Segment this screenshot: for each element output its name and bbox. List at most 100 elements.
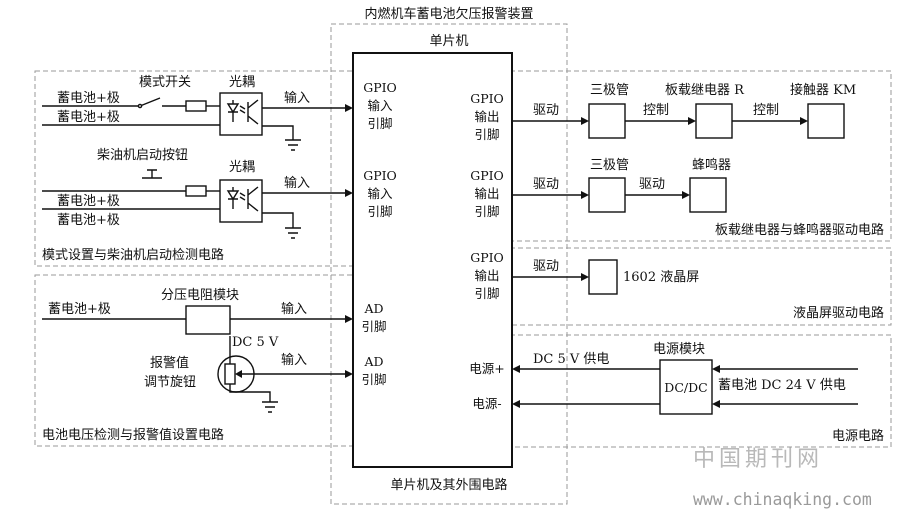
lcd-box (588, 259, 618, 295)
label-battery-plus-2: 蓄电池+极 (57, 110, 120, 125)
arrow-icon (345, 189, 353, 197)
pin-gpio-in-2: GPIO 输入 引脚 (363, 168, 397, 219)
push-button-icon (142, 169, 162, 179)
pin-line: 输出 (474, 109, 499, 124)
label-divider: 分压电阻模块 (161, 288, 239, 303)
led-diode-icon (226, 100, 240, 122)
label-transistor-1: 三极管 (590, 83, 629, 98)
arrow-icon (581, 273, 589, 281)
device-frame (330, 23, 568, 505)
power-section-caption: 电源电路 (832, 428, 884, 444)
mcu-footer: 单片机及其外围电路 (390, 477, 507, 493)
label-optocoupler-1: 光耦 (229, 75, 255, 90)
label-supply-5v: DC 5 V 供电 (533, 352, 609, 367)
label-drive-1: 驱动 (533, 103, 559, 118)
phototransistor-icon (247, 99, 259, 125)
dcdc-box (659, 359, 713, 415)
pin-line: GPIO (363, 80, 397, 95)
pin-power-plus: 电源+ (469, 361, 504, 376)
resistor-icon (185, 185, 207, 197)
label-mode-switch: 模式开关 (139, 75, 191, 90)
lcd-section-frame (453, 247, 892, 326)
lcd-section-caption: 液晶屏驱动电路 (793, 305, 884, 321)
pin-line: 输入 (367, 186, 393, 201)
optocoupler-icon (219, 92, 263, 136)
mode-switch-circuit: 模式开关 光耦 蓄电池+极 蓄电池+极 输入 (42, 75, 353, 151)
pin-gpio-out-2: GPIO 输出 引脚 (470, 168, 504, 219)
label-control-2: 控制 (753, 103, 779, 118)
pin-power-minus: 电源- (472, 396, 501, 411)
buzzer-box (689, 177, 727, 213)
pin-line: 输出 (474, 186, 499, 201)
switch-contact (137, 103, 143, 109)
label-input-ad-2: 输入 (281, 352, 307, 368)
label-battery-plus-1: 蓄电池+极 (57, 91, 120, 106)
mode-section-caption: 模式设置与柴油机启动检测电路 (42, 247, 224, 263)
pin-line: 引脚 (367, 204, 392, 219)
relay-circuit: 三极管 板载继电器 R 接触器 KM 驱动 控制 控制 三极管 蜂鸣器 驱动 驱… (512, 82, 856, 213)
arrow-icon (800, 117, 808, 125)
arrow-icon (712, 400, 720, 408)
label-contactor: 接触器 KM (790, 82, 856, 98)
phototransistor-icon (247, 186, 259, 212)
label-transistor-2: 三极管 (590, 158, 629, 173)
divider-resistor-icon (185, 305, 231, 335)
wire (229, 384, 271, 402)
mcu-label: 单片机 (429, 34, 468, 49)
pin-line: AD (363, 354, 383, 369)
relay-section-caption: 板载继电器与蜂鸣器驱动电路 (715, 222, 884, 238)
label-dcdc: DC/DC (664, 380, 707, 395)
wiper-arrow-icon (235, 370, 242, 378)
label-knob-1: 报警值 (150, 355, 189, 371)
label-power-module: 电源模块 (653, 342, 705, 357)
label-buzzer: 蜂鸣器 (692, 157, 731, 173)
label-supply-24v: 蓄电池 DC 24 V 供电 (718, 378, 846, 393)
pin-gpio-out-3: GPIO 输出 引脚 (470, 250, 504, 301)
watermark-cn: 中国期刊网 (693, 447, 823, 472)
label-knob-2: 调节旋钮 (144, 375, 196, 390)
wire (262, 125, 294, 140)
pin-line: 引脚 (474, 204, 499, 219)
arrow-icon (712, 365, 720, 373)
ground-icon (262, 401, 278, 413)
pin-ad-1: AD 引脚 (361, 301, 386, 334)
transistor-box (588, 103, 626, 139)
arrow-icon (581, 191, 589, 199)
pin-line: GPIO (363, 168, 397, 183)
resistor-icon (185, 100, 207, 112)
pin-line: 引脚 (361, 319, 386, 334)
lcd-circuit: 驱动 1602 液晶屏 (512, 259, 699, 295)
watermark-url: www.chinaqking.com (693, 490, 872, 509)
ground-icon (285, 227, 301, 239)
pin-line: 输入 (367, 98, 393, 113)
label-control-1: 控制 (643, 103, 669, 118)
arrow-icon (345, 315, 353, 323)
light-rays-icon (239, 105, 246, 114)
pin-line: 引脚 (474, 127, 499, 142)
label-drive-2: 驱动 (533, 177, 559, 192)
pin-line: 引脚 (361, 372, 386, 387)
arrow-icon (512, 400, 520, 408)
arrow-icon (581, 117, 589, 125)
voltage-section-caption: 电池电压检测与报警值设置电路 (42, 427, 224, 443)
voltage-circuit: 分压电阻模块 蓄电池+极 输入 DC 5 V 报警值 调节旋钮 输入 (42, 288, 353, 413)
pin-line: 引脚 (474, 286, 499, 301)
label-dc5v: DC 5 V (232, 335, 279, 350)
pin-line: 引脚 (367, 116, 392, 131)
light-rays-icon (239, 192, 246, 201)
wire (42, 97, 186, 107)
pin-line: GPIO (470, 91, 504, 106)
transistor-box (588, 177, 626, 213)
label-drive-lcd: 驱动 (533, 259, 559, 274)
label-input-ad-1: 输入 (281, 301, 307, 317)
device-title: 内燃机车蓄电池欠压报警装置 (364, 6, 533, 22)
power-circuit: 电源模块 DC 5 V 供电 DC/DC 蓄电池 DC 24 V 供电 (512, 342, 858, 415)
label-relay: 板载继电器 R (665, 83, 745, 98)
wire (262, 212, 294, 228)
pin-line: 输出 (474, 268, 499, 283)
arrow-icon (512, 365, 520, 373)
relay-box (695, 103, 733, 139)
arrow-icon (345, 104, 353, 112)
ground-icon (285, 139, 301, 151)
label-optocoupler-2: 光耦 (229, 160, 255, 175)
